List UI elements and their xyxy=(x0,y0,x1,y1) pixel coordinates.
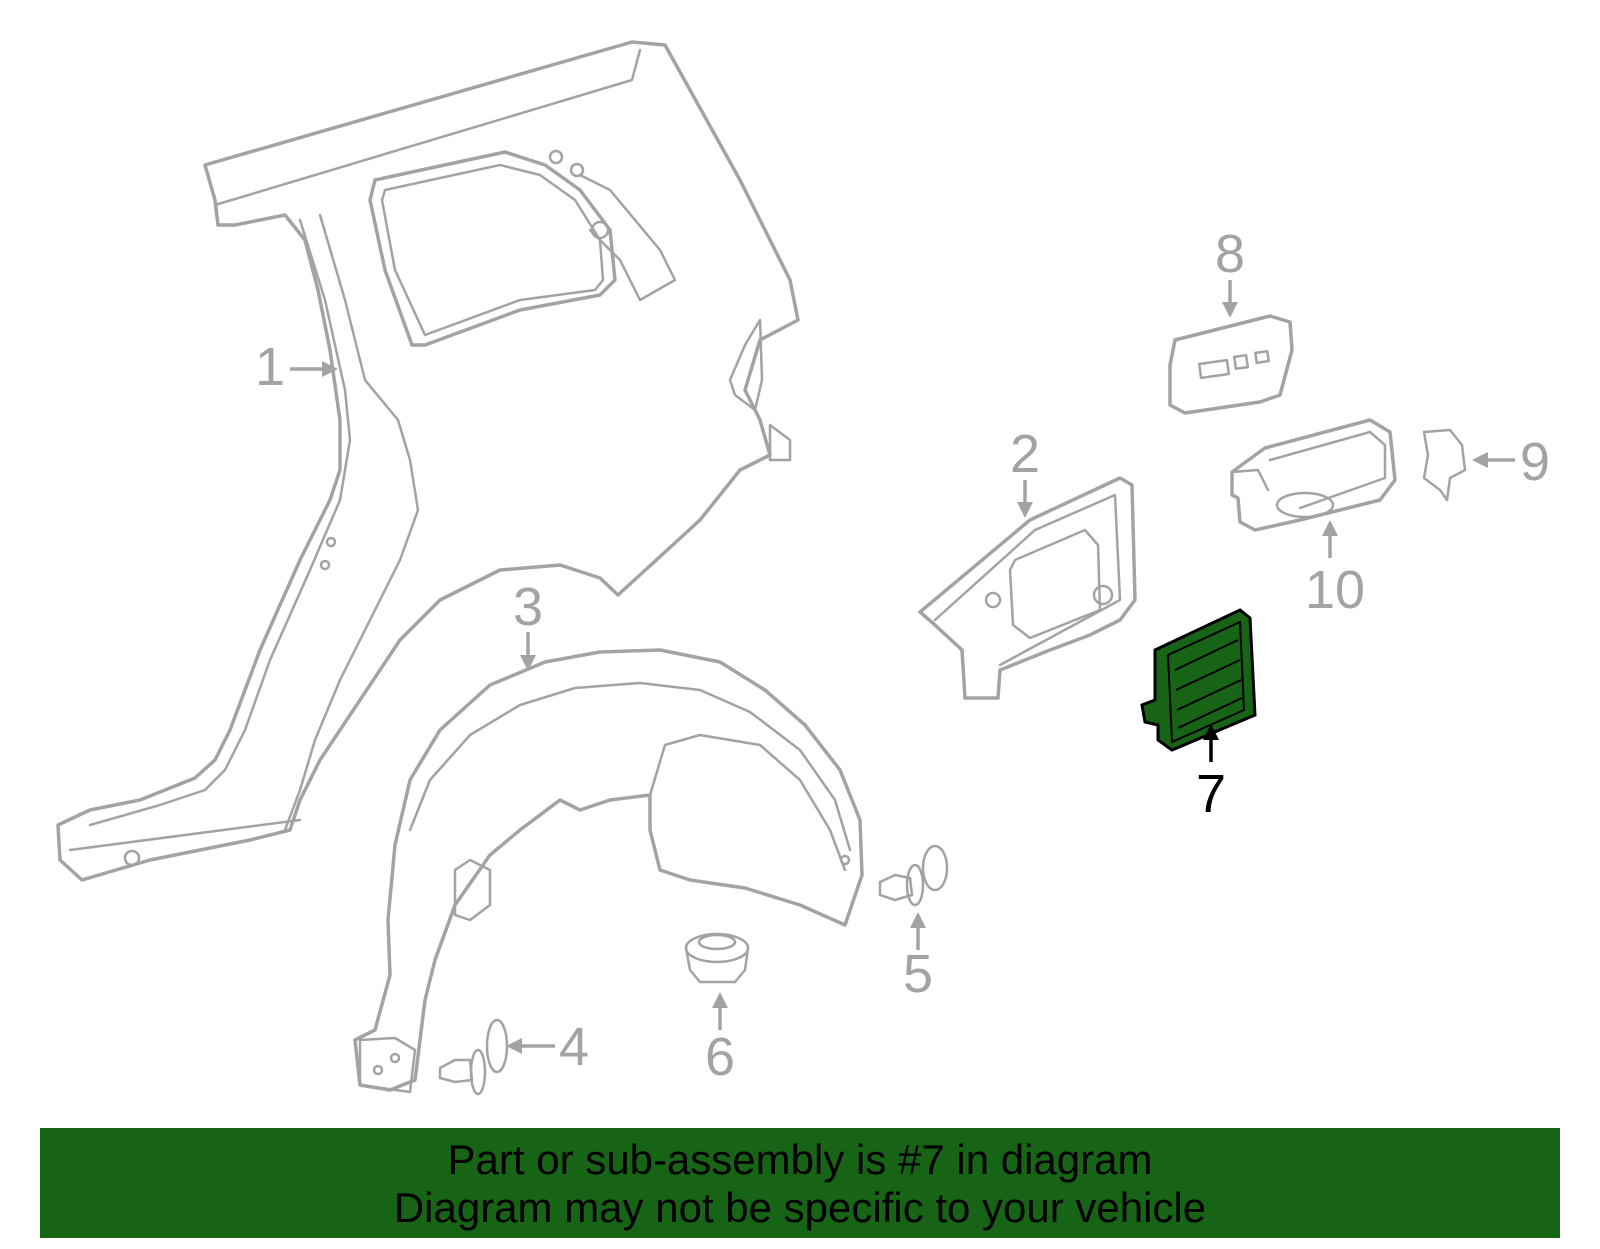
svg-text:7: 7 xyxy=(1196,764,1226,824)
svg-text:5: 5 xyxy=(903,944,933,1004)
push-clip-part-5[interactable] xyxy=(878,844,949,907)
emblem-part-8[interactable] xyxy=(1168,314,1294,415)
banner-part-text: Part or sub-assembly is #7 in diagram xyxy=(447,1136,1153,1183)
quarter-panel-part-1[interactable] xyxy=(56,40,800,882)
svg-text:8: 8 xyxy=(1215,224,1245,284)
wheelhouse-liner-part-3[interactable] xyxy=(353,648,864,1094)
svg-text:1: 1 xyxy=(255,337,285,397)
svg-text:3: 3 xyxy=(513,577,543,637)
svg-text:9: 9 xyxy=(1520,432,1550,492)
callout-8: 8 xyxy=(1215,224,1245,318)
fuel-pocket-panel-part-2[interactable] xyxy=(918,476,1137,700)
push-clip-part-4[interactable] xyxy=(438,1018,509,1096)
svg-text:2: 2 xyxy=(1010,424,1040,484)
callout-5: 5 xyxy=(903,912,933,1004)
retainer-part-6[interactable] xyxy=(684,932,750,984)
callout-7: 7 xyxy=(1196,724,1226,824)
svg-text:4: 4 xyxy=(559,1017,589,1077)
svg-text:6: 6 xyxy=(705,1027,735,1087)
callout-10: 10 xyxy=(1305,520,1365,620)
callout-1: 1 xyxy=(255,337,338,397)
svg-text:10: 10 xyxy=(1305,560,1365,620)
info-banner: Part or sub-assembly is #7 in diagram Di… xyxy=(40,1128,1560,1238)
clip-part-9[interactable] xyxy=(1422,428,1467,502)
banner-disclaimer-text: Diagram may not be specific to your vehi… xyxy=(393,1184,1207,1231)
callout-4: 4 xyxy=(506,1017,589,1077)
fuel-door-housing-part-10[interactable] xyxy=(1230,418,1397,532)
callout-3: 3 xyxy=(513,577,543,671)
callout-2: 2 xyxy=(1010,424,1040,518)
parts-diagram: 1 2 3 4 5 6 7 8 9 xyxy=(56,40,1550,1096)
air-vent-part-7[interactable] xyxy=(1140,608,1257,752)
callout-9: 9 xyxy=(1472,432,1550,492)
callout-6: 6 xyxy=(705,992,735,1087)
